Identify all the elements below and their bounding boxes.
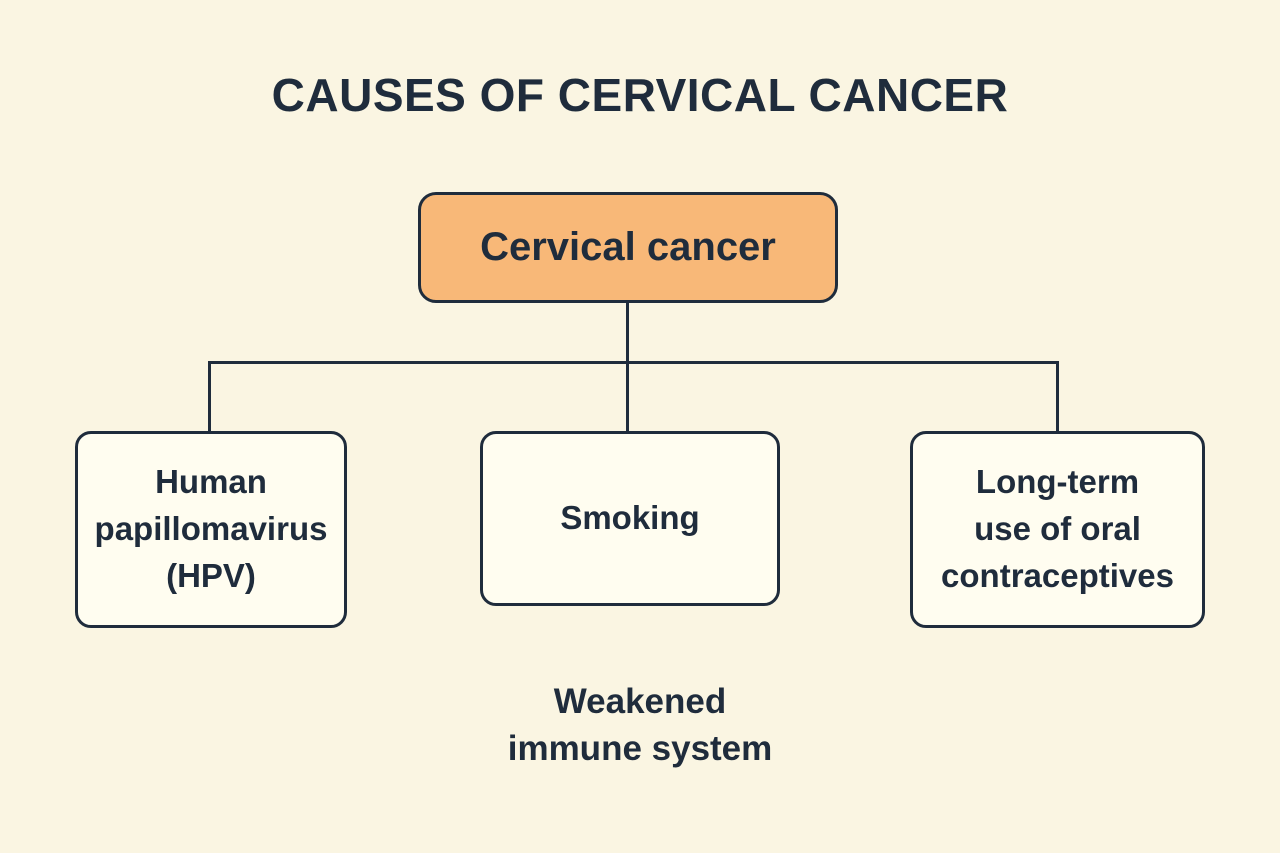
node-cervical-cancer: Cervical cancer xyxy=(418,192,838,303)
node-hpv-label: Human papillomavirus (HPV) xyxy=(94,463,328,594)
node-smoking-label: Smoking xyxy=(560,499,700,537)
connector-drop-hpv xyxy=(208,361,211,431)
connector-root-stem xyxy=(626,303,629,363)
node-cervical-cancer-label: Cervical cancer xyxy=(480,225,776,270)
node-oral-contraceptives-label: Long-term use of oral contraceptives xyxy=(941,463,1174,594)
connector-drop-oral-contraceptives xyxy=(1056,361,1059,431)
node-smoking: Smoking xyxy=(480,431,780,606)
node-hpv: Human papillomavirus (HPV) xyxy=(75,431,347,628)
node-weakened-immune-system-label: Weakened immune system xyxy=(507,682,773,769)
connector-horizontal-bar xyxy=(208,361,1059,364)
connector-drop-smoking xyxy=(626,361,629,431)
page-title: CAUSES OF CERVICAL CANCER xyxy=(271,69,1009,121)
node-oral-contraceptives: Long-term use of oral contraceptives xyxy=(910,431,1205,628)
